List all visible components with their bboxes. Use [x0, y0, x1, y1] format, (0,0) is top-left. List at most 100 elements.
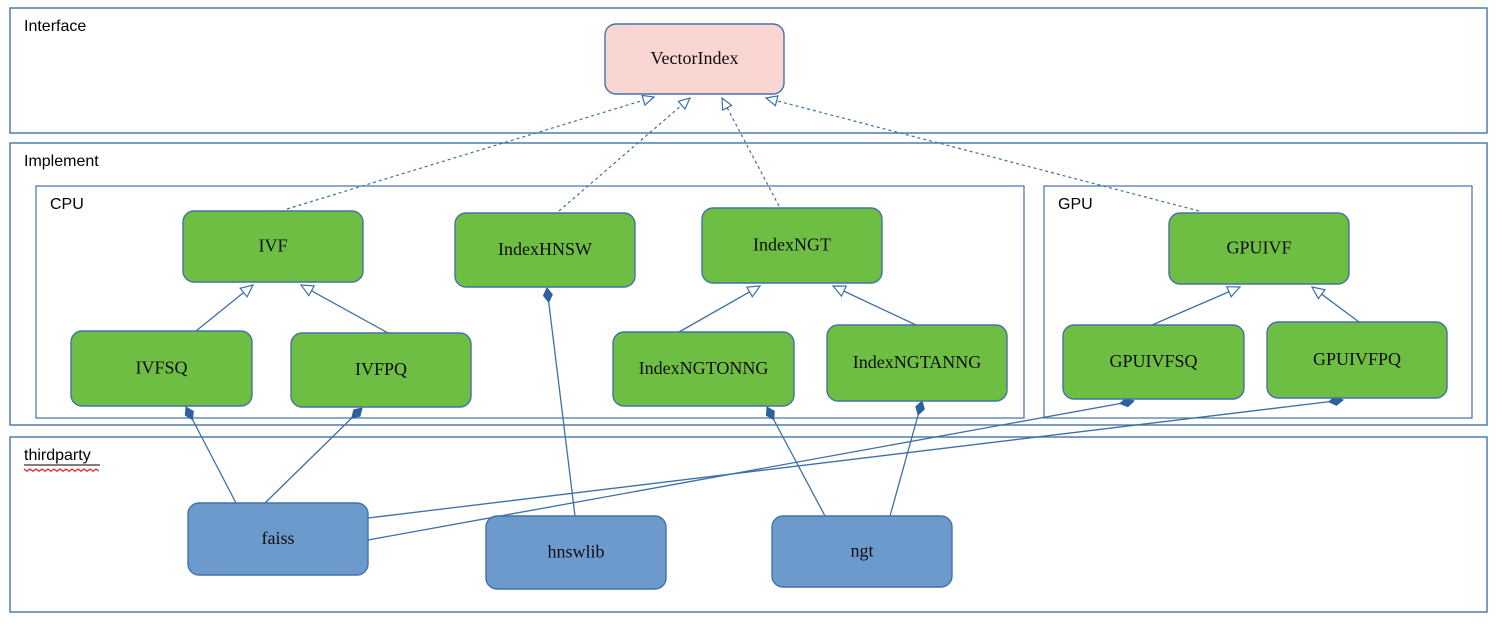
- edge-line-hnswlib-indexhnsw: [546, 287, 576, 517]
- edge-faiss-ivfsq: [184, 406, 237, 504]
- inheritance-arrowhead-gpuivfsq-gpuivf: [1225, 286, 1242, 298]
- class-node-indexhnsw[interactable]: IndexHNSW: [454, 212, 636, 288]
- realization-arrowhead-gpuivf-vectorindex: [764, 95, 779, 107]
- node-box-gpuivfpq[interactable]: [1266, 321, 1448, 399]
- node-box-ngt[interactable]: [771, 515, 953, 588]
- inheritance-arrowhead-ngtanng-indexngt: [831, 285, 848, 298]
- class-node-gpuivfsq[interactable]: GPUIVFSQ: [1062, 324, 1245, 400]
- class-node-gpuivf[interactable]: GPUIVF: [1168, 212, 1350, 285]
- class-node-vectorindex[interactable]: VectorIndex: [604, 23, 785, 95]
- edge-line-indexngt-vectorindex: [726, 107, 780, 207]
- class-node-ivfsq[interactable]: IVFSQ: [70, 330, 253, 407]
- aggregation-diamond-ngt-indexngtonng: [765, 406, 775, 421]
- edge-line-gpuivfsq-gpuivf: [1151, 291, 1230, 326]
- node-label-ivf: IVF: [258, 236, 287, 256]
- node-box-indexngtanng[interactable]: [826, 324, 1008, 402]
- edge-line-gpuivfpq-gpuivf: [1321, 293, 1360, 323]
- node-box-faiss[interactable]: [187, 502, 369, 576]
- group-cpu: CPU: [35, 185, 1025, 419]
- class-node-ivf[interactable]: IVF: [182, 210, 364, 283]
- aggregation-diamond-hnswlib-indexhnsw: [542, 287, 553, 304]
- inheritance-arrowhead-ivfsq-ivf: [239, 284, 255, 298]
- edge-line-faiss-ivfsq: [185, 406, 237, 504]
- inheritance-arrowhead-gpuivfpq-gpuivf: [1310, 286, 1326, 300]
- class-node-gpuivfpq[interactable]: GPUIVFPQ: [1266, 321, 1448, 399]
- realization-arrowhead-indexngt-vectorindex: [721, 96, 733, 112]
- group-label-cpu: CPU: [50, 196, 84, 213]
- node-label-indexngt: IndexNGT: [753, 235, 831, 255]
- group-frame-thirdparty: [9, 436, 1488, 613]
- class-node-indexngtanng[interactable]: IndexNGTANNG: [826, 324, 1008, 402]
- node-label-vectorindex: VectorIndex: [651, 48, 739, 68]
- node-box-gpuivf[interactable]: [1168, 212, 1350, 285]
- node-label-indexngtanng: IndexNGTANNG: [853, 352, 982, 372]
- edge-line-ivfpq-ivf: [311, 290, 389, 334]
- edge-ngtonng-indexngt: [678, 285, 762, 333]
- edge-line-ivf-vectorindex: [286, 99, 644, 210]
- edge-gpuivf-vectorindex: [764, 95, 1200, 212]
- edge-line-ivfsq-ivf: [195, 292, 245, 332]
- realization-arrowhead-indexhnsw-vectorindex: [677, 97, 692, 111]
- edge-gpuivfpq-gpuivf: [1310, 286, 1360, 323]
- group-frame-cpu: [35, 185, 1025, 419]
- aggregation-diamond-ngt-indexngtanng: [915, 400, 925, 416]
- aggregation-diamond-faiss-ivfsq: [184, 406, 194, 421]
- node-box-vectorindex[interactable]: [604, 23, 785, 95]
- node-box-ivf[interactable]: [182, 210, 364, 283]
- group-label-gpu: GPU: [1058, 196, 1093, 213]
- group-label-implement: Implement: [24, 153, 99, 170]
- node-label-gpuivfsq: GPUIVFSQ: [1109, 351, 1197, 371]
- edge-line-faiss-ivfpq: [264, 407, 363, 504]
- edge-ngt-indexngtanng: [889, 400, 925, 517]
- edge-ngt-indexngtonng: [765, 406, 826, 517]
- class-node-indexngt[interactable]: IndexNGT: [701, 207, 883, 284]
- edge-line-ngtonng-indexngt: [678, 291, 750, 333]
- edge-ivfsq-ivf: [195, 284, 255, 332]
- spellcheck-squiggle-thirdparty: [23, 468, 100, 472]
- node-label-indexngtonng: IndexNGTONNG: [639, 358, 769, 378]
- class-node-indexngtonng[interactable]: IndexNGTONNG: [612, 331, 795, 407]
- node-label-gpuivf: GPUIVF: [1226, 238, 1291, 258]
- node-box-indexhnsw[interactable]: [454, 212, 636, 288]
- group-label-thirdparty: thirdparty: [24, 447, 91, 464]
- edge-indexhnsw-vectorindex: [558, 97, 692, 212]
- node-box-indexngt[interactable]: [701, 207, 883, 284]
- node-box-ivfpq[interactable]: [290, 332, 472, 408]
- class-node-hnswlib[interactable]: hnswlib: [485, 515, 667, 590]
- inheritance-arrowhead-ngtonng-indexngt: [745, 285, 762, 298]
- group-frame-gpu: [1043, 185, 1473, 419]
- class-node-ivfpq[interactable]: IVFPQ: [290, 332, 472, 408]
- node-label-ngt: ngt: [850, 541, 873, 561]
- node-box-gpuivfsq[interactable]: [1062, 324, 1245, 400]
- aggregation-diamond-faiss-ivfpq: [351, 407, 363, 419]
- edge-line-ngtanng-indexngt: [843, 290, 917, 326]
- node-label-ivfpq: IVFPQ: [355, 359, 407, 379]
- edge-ivfpq-ivf: [299, 284, 389, 334]
- edge-ivf-vectorindex: [286, 94, 656, 210]
- node-label-indexhnsw: IndexHNSW: [498, 239, 592, 259]
- node-box-hnswlib[interactable]: [485, 515, 667, 590]
- edge-gpuivfsq-gpuivf: [1151, 286, 1242, 326]
- node-label-hnswlib: hnswlib: [547, 542, 604, 562]
- node-label-gpuivfpq: GPUIVFPQ: [1313, 349, 1401, 369]
- group-gpu: GPU: [1043, 185, 1473, 419]
- class-node-ngt[interactable]: ngt: [771, 515, 953, 588]
- node-box-ivfsq[interactable]: [70, 330, 253, 407]
- realization-arrowhead-ivf-vectorindex: [641, 94, 656, 107]
- edge-line-ngt-indexngtanng: [889, 400, 923, 517]
- inheritance-arrowhead-ivfpq-ivf: [299, 284, 316, 297]
- relationship-edges: [184, 94, 1360, 541]
- group-thirdparty: thirdparty: [9, 436, 1488, 613]
- edge-line-ngt-indexngtonng: [766, 406, 826, 517]
- node-box-indexngtonng[interactable]: [612, 331, 795, 407]
- edge-line-faiss-gpuivfpq: [367, 399, 1344, 519]
- edge-ngtanng-indexngt: [831, 285, 917, 326]
- group-label-interface: Interface: [24, 18, 86, 35]
- node-label-faiss: faiss: [262, 528, 295, 548]
- edge-line-gpuivf-vectorindex: [776, 100, 1200, 212]
- node-label-ivfsq: IVFSQ: [135, 358, 187, 378]
- class-node-faiss[interactable]: faiss: [187, 502, 369, 576]
